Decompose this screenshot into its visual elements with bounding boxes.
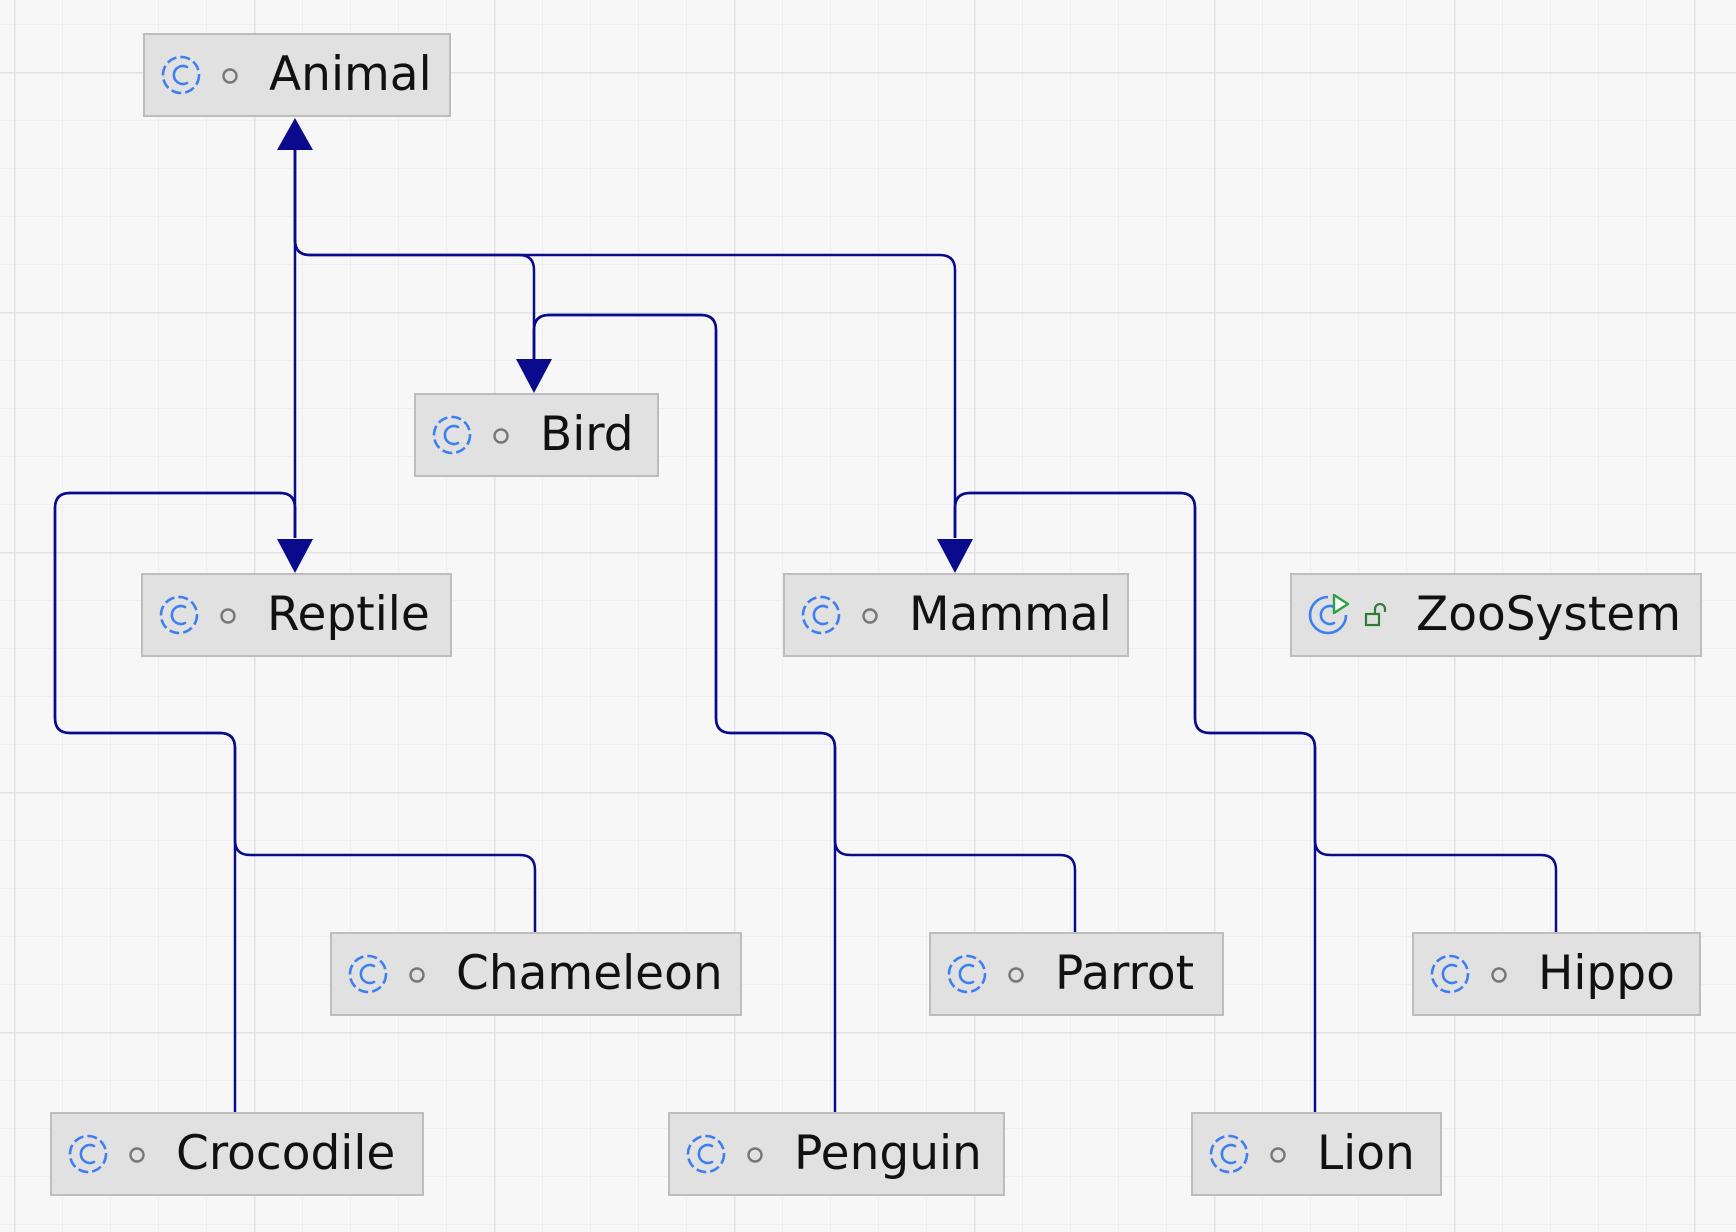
package-private-circle-icon [215, 603, 241, 629]
class-node-penguin[interactable]: Penguin [668, 1112, 1005, 1196]
class-node-animal[interactable]: Animal [143, 33, 451, 117]
class-c-icon [684, 1132, 728, 1176]
package-private-circle-icon [742, 1142, 768, 1168]
edge-mammal-to-animal [293, 145, 957, 538]
class-node-label: Bird [540, 407, 634, 462]
class-node-hippo[interactable]: Hippo [1412, 932, 1701, 1016]
class-node-bird[interactable]: Bird [414, 393, 659, 477]
class-node-label: Hippo [1538, 946, 1675, 1001]
class-node-label: Parrot [1055, 946, 1195, 1001]
edge-hippo-to-mammal [953, 491, 1558, 932]
package-private-circle-icon [404, 962, 430, 988]
class-node-parrot[interactable]: Parrot [929, 932, 1224, 1016]
class-c-icon [157, 593, 201, 637]
arrowhead-reptile [277, 539, 313, 573]
class-node-label: Reptile [267, 587, 430, 642]
package-private-circle-icon [1265, 1142, 1291, 1168]
package-private-circle-icon [488, 423, 514, 449]
package-private-circle-icon [1003, 962, 1029, 988]
package-private-circle-icon [124, 1142, 150, 1168]
package-private-circle-icon [217, 63, 243, 89]
class-node-mammal[interactable]: Mammal [783, 573, 1129, 657]
edge-crocodile-to-reptile [53, 491, 297, 1112]
class-node-label: Chameleon [456, 946, 723, 1001]
class-c-icon [66, 1132, 110, 1176]
class-node-label: Mammal [909, 587, 1112, 642]
class-node-crocodile[interactable]: Crocodile [50, 1112, 424, 1196]
arrowhead-mammal [937, 539, 973, 573]
public-open-lock-icon [1364, 602, 1390, 629]
class-c-icon [1428, 952, 1472, 996]
class-node-chameleon[interactable]: Chameleon [330, 932, 742, 1016]
class-c-icon [799, 593, 843, 637]
runnable-class-icon [1306, 593, 1350, 637]
class-c-icon [159, 53, 203, 97]
arrowhead-bird [516, 359, 552, 393]
class-node-label: Crocodile [176, 1126, 396, 1181]
edge-lion-to-mammal [953, 491, 1317, 1112]
class-node-lion[interactable]: Lion [1191, 1112, 1442, 1196]
class-node-reptile[interactable]: Reptile [141, 573, 452, 657]
edge-bird-to-animal [293, 145, 536, 360]
class-c-icon [346, 952, 390, 996]
arrowhead-animal [277, 118, 313, 150]
class-c-icon [430, 413, 474, 457]
class-node-label: Lion [1317, 1126, 1415, 1181]
class-node-label: ZooSystem [1416, 587, 1681, 642]
class-node-label: Penguin [794, 1126, 982, 1181]
class-c-icon [945, 952, 989, 996]
package-private-circle-icon [857, 603, 883, 629]
class-node-label: Animal [269, 47, 432, 102]
edge-penguin-to-bird [532, 313, 837, 1112]
class-node-zoosystem[interactable]: ZooSystem [1290, 573, 1702, 657]
class-c-icon [1207, 1132, 1251, 1176]
package-private-circle-icon [1486, 962, 1512, 988]
